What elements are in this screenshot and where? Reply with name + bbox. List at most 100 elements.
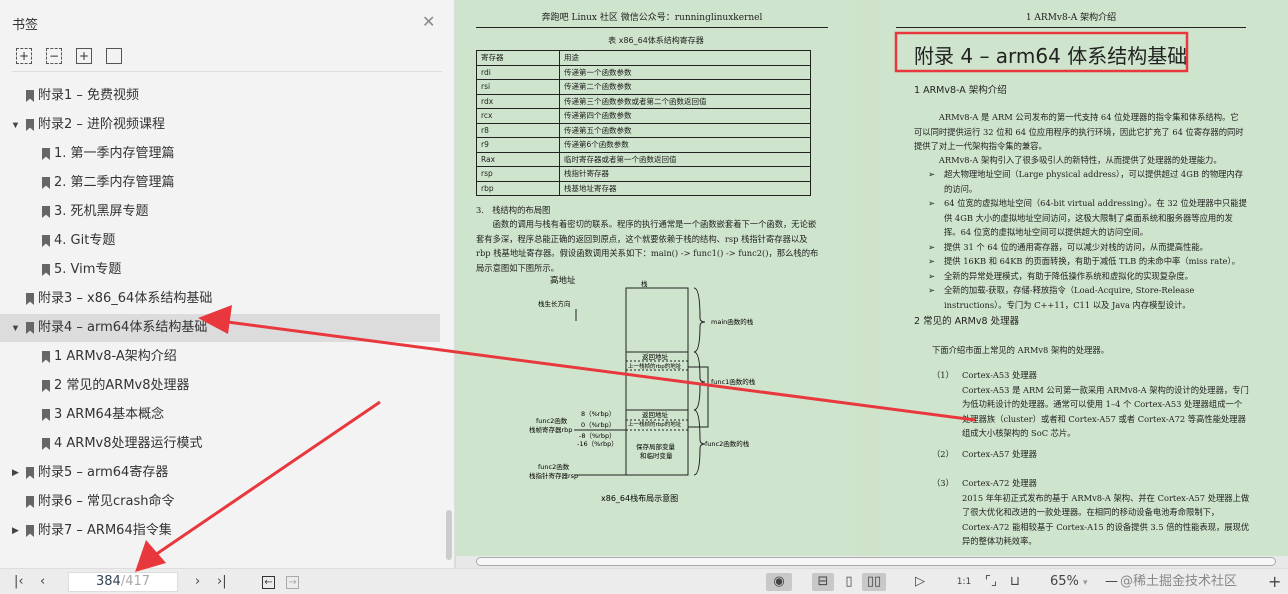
- cpu-desc: 2015 年年初正式发布的基于 ARMv8-A 架构、并在 Cortex-A57…: [962, 492, 1250, 547]
- bookmark-icon: [26, 293, 34, 305]
- bullet-text: 超大物理地址空间（Large physical address），可以提供超过 …: [944, 169, 1244, 194]
- panel-title: 书签: [12, 18, 39, 33]
- page-right: 1 ARMv8-A 架构介绍 附录 4 – arm64 体系结构基础 1 ARM…: [880, 0, 1288, 556]
- bullet-item: ➢全新的加载-获取，存储-释放指令（Load-Acquire, Store-Re…: [928, 285, 1195, 310]
- paragraph: 函数的调用与栈有着密切的联系。程序的执行通常是一个函数嵌套着下一个函数，无论嵌套…: [476, 219, 819, 273]
- close-icon[interactable]: ✕: [422, 12, 436, 31]
- table-cell: r9: [476, 137, 560, 153]
- bookmark-item[interactable]: 附录1 – 免费视频: [0, 82, 440, 110]
- cpu-number: （1）: [932, 370, 954, 380]
- bookmark-item[interactable]: ▶ 附录5 – arm64寄存器: [0, 459, 440, 487]
- bookmark-item[interactable]: 3. 死机黑屏专题: [0, 198, 440, 226]
- bookmark-icon: [26, 119, 34, 131]
- bookmark-label: 附录3 – x86_64体系结构基础: [38, 291, 213, 306]
- next-page-icon[interactable]: ›: [195, 574, 201, 589]
- bookmark-item[interactable]: 附录6 – 常见crash命令: [0, 488, 440, 516]
- diagram-label: func2函数: [536, 416, 568, 425]
- bookmark-item[interactable]: 2 常见的ARMv8处理器: [0, 372, 440, 400]
- bookmark-item[interactable]: 1 ARMv8-A架构介绍: [0, 343, 440, 371]
- scrollbar[interactable]: [446, 510, 452, 560]
- table-cell: 传递第二个函数参数: [559, 79, 811, 95]
- expand-toggle-icon[interactable]: ▶: [12, 468, 19, 478]
- bookmark-item[interactable]: ▲附录4 – arm64体系结构基础: [0, 314, 440, 342]
- dual-page-icon[interactable]: ▯▯: [862, 573, 886, 591]
- add-bookmark-icon[interactable]: +: [76, 48, 92, 64]
- bookmark-icon: [42, 409, 50, 421]
- table-cell: 传递第三个函数参数或者第二个函数返回值: [559, 93, 811, 109]
- fit-page-icon[interactable]: ⌜⌟: [984, 574, 998, 589]
- bookmark-label: 附录7 – ARM64指令集: [38, 523, 172, 538]
- bookmark-item[interactable]: 3 ARM64基本概念: [0, 401, 440, 429]
- bookmark-icon: [26, 90, 34, 102]
- collapse-all-icon[interactable]: −: [46, 48, 62, 64]
- watermark: @稀土掘金技术社区: [1120, 574, 1238, 589]
- scrollbar-thumb[interactable]: [476, 557, 1276, 566]
- cpu-desc: Cortex-A53 是 ARM 公司第一款采用 ARMv8-A 架构的设计的处…: [962, 384, 1249, 439]
- eye-protection-icon[interactable]: ◉: [766, 573, 792, 591]
- bookmark-label: 4. Git专题: [54, 233, 116, 248]
- diagram-label: 高地址: [550, 275, 576, 286]
- bookmark-item[interactable]: 4. Git专题: [0, 227, 440, 255]
- page-number-input[interactable]: 384/417: [68, 572, 178, 592]
- bullet-item: ➢提供 16KB 和 64KB 的页面转换，有助于减低 TLB 的未命中率（mi…: [928, 256, 1240, 266]
- diagram-label: 8（%rbp）: [581, 410, 615, 418]
- bookmark-item[interactable]: 附录3 – x86_64体系结构基础: [0, 285, 440, 313]
- bookmark-item[interactable]: 2. 第二季内存管理篇: [0, 169, 440, 197]
- bookmark-item[interactable]: 5. Vim专题: [0, 256, 440, 284]
- bookmark-item[interactable]: 1. 第一季内存管理篇: [0, 140, 440, 168]
- single-page-icon[interactable]: ▯: [845, 574, 853, 589]
- zoom-out-icon[interactable]: —: [1105, 574, 1118, 589]
- expand-toggle-icon[interactable]: ▶: [12, 526, 19, 536]
- table-cell: Rax: [476, 151, 560, 167]
- running-header: 奔跑吧 Linux 社区 微信公众号：runninglinuxkernel: [476, 10, 828, 28]
- bookmark-icon: [26, 525, 34, 537]
- section-heading: 1 ARMv8-A 架构介绍: [914, 85, 1007, 96]
- bookmark-icon: [42, 177, 50, 189]
- table-cell: rsp: [476, 166, 560, 182]
- table-cell: 传递第五个函数参数: [559, 122, 811, 138]
- play-icon[interactable]: ▷: [915, 574, 925, 589]
- divider: [12, 71, 442, 72]
- horizontal-scrollbar[interactable]: [456, 556, 1288, 568]
- table-cell: 临时寄存器或者第一个函数返回值: [559, 151, 811, 167]
- bookmark-icon: [42, 438, 50, 450]
- bookmark-item[interactable]: 4 ARMv8处理器运行模式: [0, 430, 440, 458]
- zoom-in-icon[interactable]: +: [1268, 572, 1282, 591]
- bullet-item: ➢64 位宽的虚拟地址空间（64-bit virtual addressing）…: [928, 198, 1247, 237]
- table-cell: 传递第四个函数参数: [559, 108, 811, 124]
- continuous-page-icon[interactable]: ⊟: [812, 573, 834, 591]
- expand-toggle-icon[interactable]: ▲: [12, 324, 19, 332]
- diagram-label: -16（%rbp）: [577, 440, 618, 448]
- bookmark-icon: [42, 351, 50, 363]
- diagram-label: func2函数: [538, 462, 570, 471]
- fit-width-icon[interactable]: ⊔: [1009, 574, 1021, 589]
- table-cell: rdi: [476, 64, 560, 80]
- forward-icon[interactable]: →: [286, 576, 299, 589]
- running-header: 1 ARMv8-A 架构介绍: [896, 10, 1246, 28]
- back-icon[interactable]: ←: [262, 576, 275, 589]
- diagram-caption: x86_64栈布局示意图: [601, 493, 678, 503]
- bookmark-item[interactable]: ▲ 附录2 – 进阶视频课程: [0, 111, 440, 139]
- prev-page-icon[interactable]: ‹: [40, 574, 46, 589]
- actual-size-icon[interactable]: 1:1: [956, 577, 972, 587]
- bookmark-label: 附录5 – arm64寄存器: [38, 465, 169, 480]
- remove-bookmark-icon[interactable]: [106, 48, 122, 64]
- first-page-icon[interactable]: |‹: [14, 574, 24, 589]
- bookmark-icon: [42, 264, 50, 276]
- bookmark-item[interactable]: ▶ 附录7 – ARM64指令集: [0, 517, 440, 545]
- bookmarks-panel: 书签 ✕ + − + 附录1 – 免费视频 ▲ 附录2 – 进阶视频课程 1. 第一季…: [0, 0, 455, 568]
- bookmark-icon: [26, 496, 34, 508]
- zoom-select[interactable]: 65% ▾: [1050, 573, 1088, 591]
- expand-toggle-icon[interactable]: ▲: [12, 121, 19, 129]
- bookmark-label: 附录2 – 进阶视频课程: [38, 117, 166, 132]
- page-left: 奔跑吧 Linux 社区 微信公众号：runninglinuxkernel 表 …: [456, 0, 856, 556]
- cpu-number: （3）: [932, 478, 954, 488]
- bullet-item: ➢超大物理地址空间（Large physical address），可以提供超过…: [928, 169, 1244, 194]
- bullet-text: 全新的异常处理模式，有助于降低操作系统和虚拟化的实现复杂度。: [944, 270, 1193, 281]
- last-page-icon[interactable]: ›|: [217, 574, 227, 589]
- expand-all-icon[interactable]: +: [16, 48, 32, 64]
